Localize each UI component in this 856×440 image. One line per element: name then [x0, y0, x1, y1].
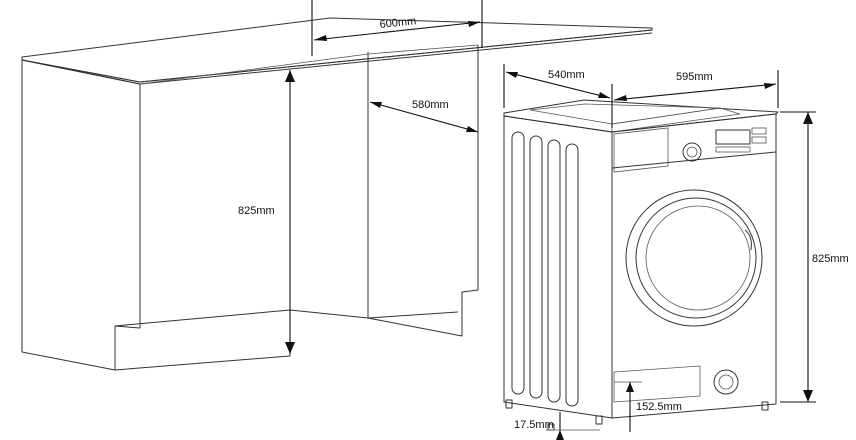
detergent-drawer: [613, 127, 669, 173]
foot-height-label: 17.5mm: [514, 419, 554, 431]
dimension-lines: [285, 0, 816, 440]
program-knob-icon: [682, 142, 702, 162]
machine-foot-icon: [595, 415, 603, 425]
cabinet-plinth-left: [114, 309, 291, 371]
dimension-labels: 600mm 580mm 825mm 540mm 595mm 825mm 152.…: [238, 15, 849, 431]
machine-depth-label: 540mm: [548, 69, 585, 81]
machine-width-label: 595mm: [676, 71, 713, 83]
niche-right-edge: [367, 45, 479, 337]
machine-top-face: [503, 99, 779, 133]
machine-side-panel: [503, 115, 613, 419]
countertop-front-edge: [21, 29, 653, 83]
cabinet-height-label: 825mm: [238, 205, 275, 217]
display-panel-icon: [715, 129, 751, 145]
cabinet-depth-label: 580mm: [412, 99, 449, 111]
machine-foot-icon: [761, 401, 769, 411]
foot-offset-label: 152.5mm: [636, 401, 682, 413]
washing-machine: [503, 99, 779, 431]
machine-height-label: 825mm: [812, 253, 849, 265]
service-flap: [613, 365, 739, 403]
cabinet-width-label: 600mm: [379, 15, 417, 31]
kitchen-cabinet: [21, 17, 653, 371]
side-vent-slots: [511, 131, 579, 407]
cabinet-left-panel: [21, 59, 141, 371]
door: [625, 189, 763, 327]
niche-back-wall: [367, 52, 459, 319]
machine-front-face: [611, 113, 777, 419]
machine-foot-icon: [505, 399, 513, 409]
